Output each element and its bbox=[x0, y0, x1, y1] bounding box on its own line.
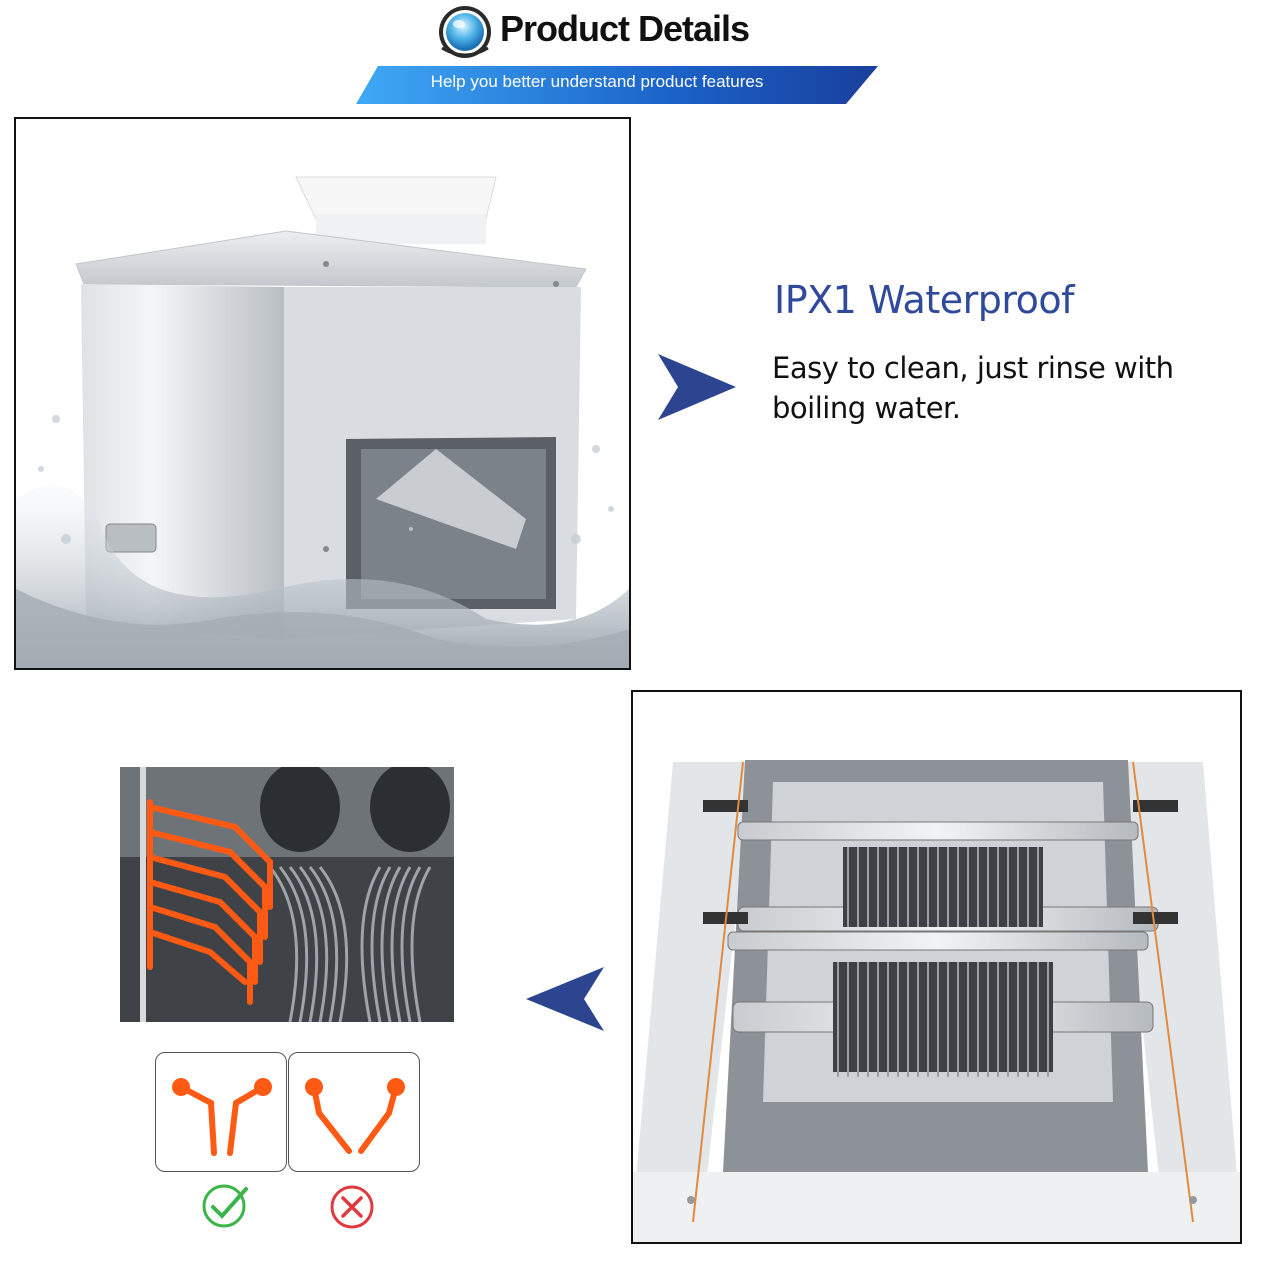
subtitle: Help you better understand product featu… bbox=[430, 72, 764, 91]
check-circle-icon bbox=[200, 1181, 250, 1231]
product-image-roller-blades bbox=[631, 690, 1242, 1244]
arrow-left-icon bbox=[526, 965, 606, 1033]
page-title: Product Details bbox=[500, 8, 750, 49]
product-image-waterproof bbox=[14, 117, 631, 670]
correct-blade-shape bbox=[155, 1052, 287, 1172]
water-drop-badge-icon bbox=[434, 4, 496, 62]
blade-comb-image bbox=[120, 767, 454, 1022]
arrow-right-icon bbox=[656, 352, 736, 422]
cross-circle-icon bbox=[328, 1183, 376, 1231]
subtitle-banner bbox=[356, 66, 878, 104]
feature-description: Easy to clean, just rinse with boiling w… bbox=[772, 351, 1174, 425]
incorrect-blade-shape bbox=[288, 1052, 420, 1172]
feature-heading: IPX1 Waterproof bbox=[774, 278, 1075, 322]
